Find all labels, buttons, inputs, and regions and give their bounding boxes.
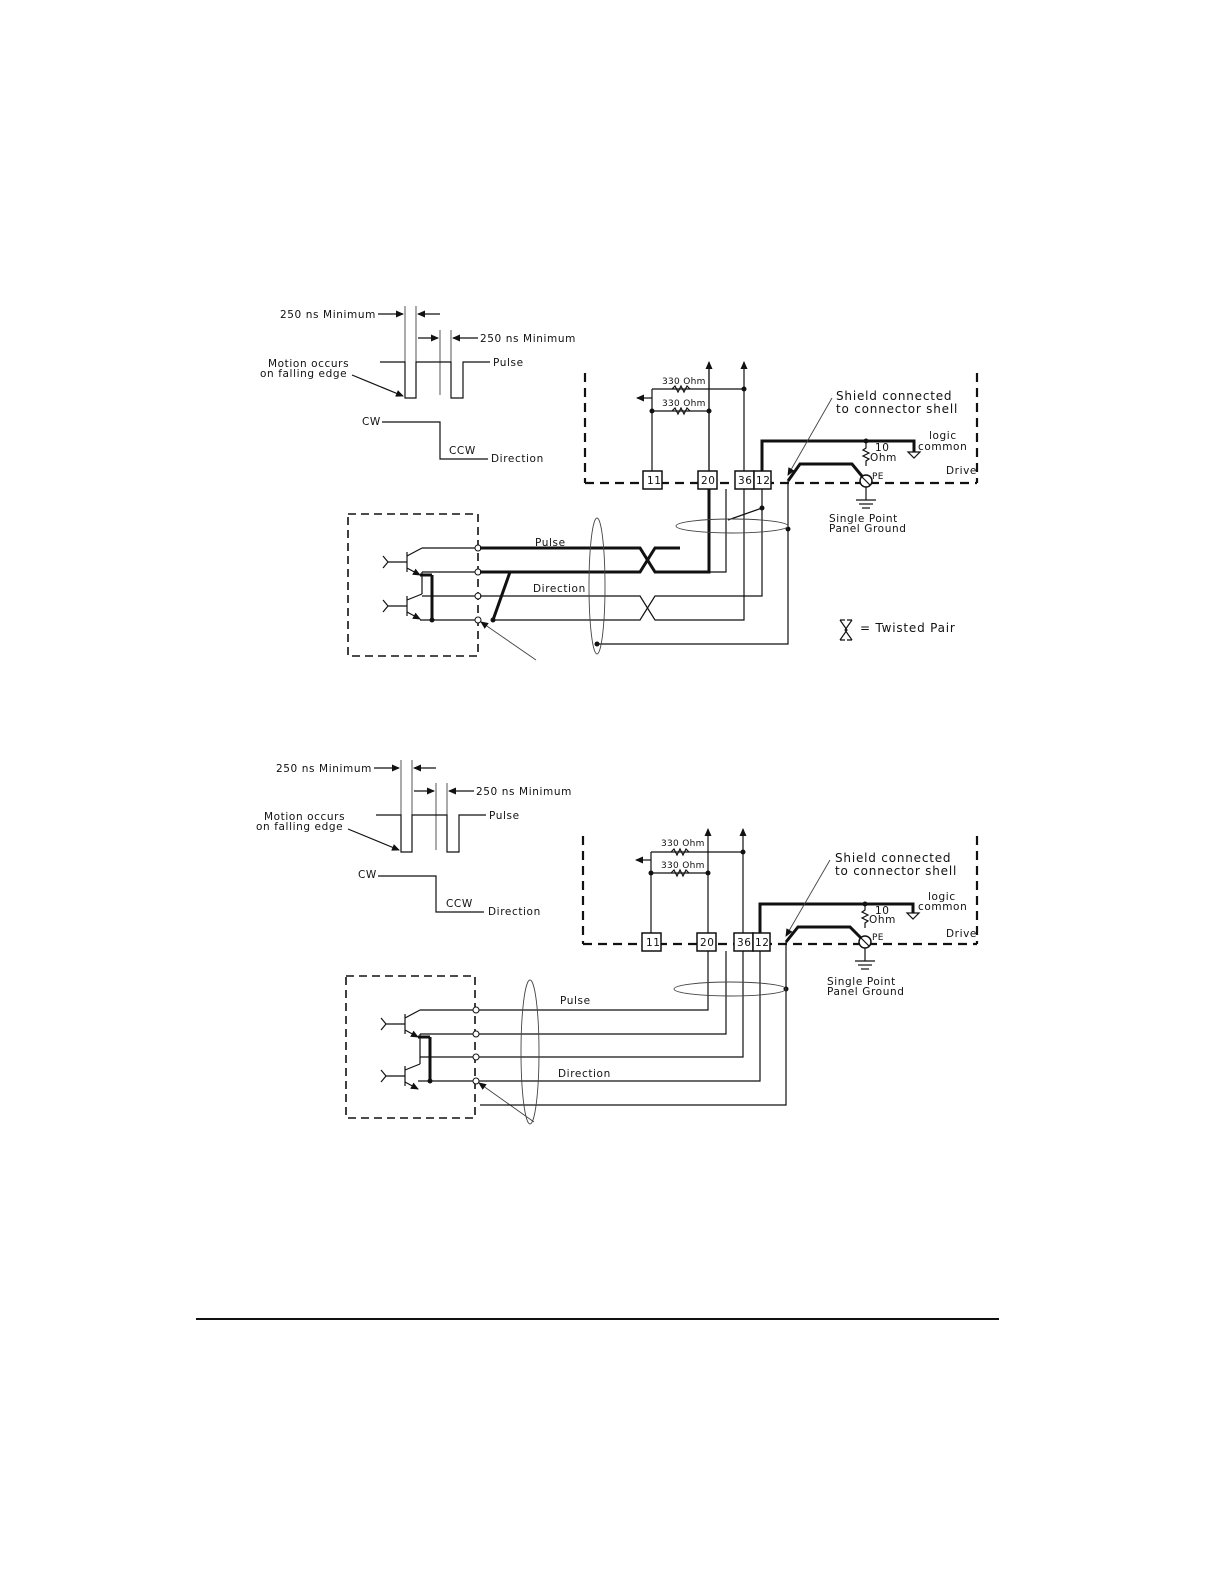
ground-line1: Single Point	[829, 513, 898, 525]
pulse-wire-label: Pulse	[535, 537, 566, 549]
cw-label: CW	[362, 416, 381, 428]
terminal-12-label: 12	[756, 475, 771, 487]
terminal-20-label-2: 20	[700, 937, 715, 949]
terminal-block-2: 11 20 36 12	[641, 932, 771, 952]
motion-note-line1: Motion occurs	[268, 358, 349, 370]
pulse-signal-label-2: Pulse	[489, 810, 520, 822]
logic-common-line1: logic	[929, 430, 957, 442]
terminal-12-2	[752, 932, 771, 952]
terminal-20-2	[696, 932, 717, 952]
ground-line1-2: Single Point	[827, 976, 896, 988]
terminal-36-label: 36	[738, 475, 753, 487]
ground-line2-2: Panel Ground	[827, 986, 905, 998]
resistor2-label-2: 330 Ohm	[661, 861, 705, 871]
pulse-signal-label: Pulse	[493, 357, 524, 369]
field-wiring-2: Pulse Direction	[479, 942, 789, 1125]
direction-signal-label: Direction	[491, 453, 544, 465]
terminal-12-label-2: 12	[755, 937, 770, 949]
shield-line1-2: Shield connected	[835, 851, 951, 865]
terminal-11	[642, 470, 663, 490]
ground-line2: Panel Ground	[829, 523, 907, 535]
drive-internal-circuit: 330 Ohm 330 Ohm logic common 10 Ohm PE S…	[636, 361, 967, 535]
logic-common-line2-2: common	[918, 901, 967, 913]
pe-label-2: PE	[872, 933, 884, 943]
logic-common-line1-2: logic	[928, 891, 956, 903]
r10-line2: Ohm	[870, 452, 897, 464]
shield-line2: to connector shell	[836, 402, 958, 416]
direction-waveform-2	[378, 875, 484, 913]
controller-box	[347, 513, 537, 661]
cw-label-2: CW	[358, 869, 377, 881]
drive-label: Drive	[946, 465, 977, 477]
drive-internal-circuit-2: 330 Ohm 330 Ohm logic common 10 Ohm PE S…	[635, 828, 967, 998]
resistor2-label: 330 Ohm	[662, 399, 706, 409]
r10-line2-2: Ohm	[869, 914, 896, 926]
resistor1-label-2: 330 Ohm	[661, 839, 705, 849]
ccw-label: CCW	[449, 445, 476, 457]
motion-note-line1-2: Motion occurs	[264, 811, 345, 823]
terminal-20-label: 20	[701, 475, 716, 487]
r10-line1-2: 10	[875, 905, 890, 917]
controller-box-2	[345, 975, 535, 1123]
r10-line1: 10	[875, 442, 890, 454]
ccw-label-2: CCW	[446, 898, 473, 910]
min-pulse-width-label: 250 ns Minimum	[280, 309, 376, 321]
direction-waveform	[382, 421, 488, 460]
timing-diagram: 250 ns Minimum 250 ns Minimum Pulse Moti…	[260, 306, 576, 465]
drive-label-2: Drive	[946, 928, 977, 940]
terminal-36-label-2: 36	[737, 937, 752, 949]
pulse-waveform-2	[376, 814, 486, 853]
min-gap-label-2: 250 ns Minimum	[476, 786, 572, 798]
pe-label: PE	[872, 472, 884, 482]
diagram-shielded: 250 ns Minimum 250 ns Minimum Pulse Moti…	[256, 760, 979, 1125]
direction-wire-label: Direction	[533, 583, 586, 595]
diagram-twisted-pair: 250 ns Minimum 250 ns Minimum Pulse Moti…	[260, 306, 979, 661]
terminal-11-2	[641, 932, 662, 952]
pulse-waveform	[380, 361, 490, 399]
terminal-11-label: 11	[647, 475, 662, 487]
pulse-wire-label-2: Pulse	[560, 995, 591, 1007]
direction-signal-label-2: Direction	[488, 906, 541, 918]
logic-common-line2: common	[918, 441, 967, 453]
motion-note-line2-2: on falling edge	[256, 821, 343, 833]
min-gap-label: 250 ns Minimum	[480, 333, 576, 345]
resistor1-label: 330 Ohm	[662, 377, 706, 387]
field-wiring: Pulse Direction = Twisted Pair	[480, 481, 956, 655]
shield-line2-2: to connector shell	[835, 864, 957, 878]
min-pulse-width-label-2: 250 ns Minimum	[276, 763, 372, 775]
twisted-pair-legend: = Twisted Pair	[860, 621, 956, 635]
motion-note-line2: on falling edge	[260, 368, 347, 380]
terminal-block: 11 20 36 12	[642, 470, 772, 490]
timing-diagram-2: 250 ns Minimum 250 ns Minimum Pulse Moti…	[256, 760, 572, 918]
terminal-11-label-2: 11	[646, 937, 661, 949]
shield-line1: Shield connected	[836, 389, 952, 403]
direction-wire-label-2: Direction	[558, 1068, 611, 1080]
